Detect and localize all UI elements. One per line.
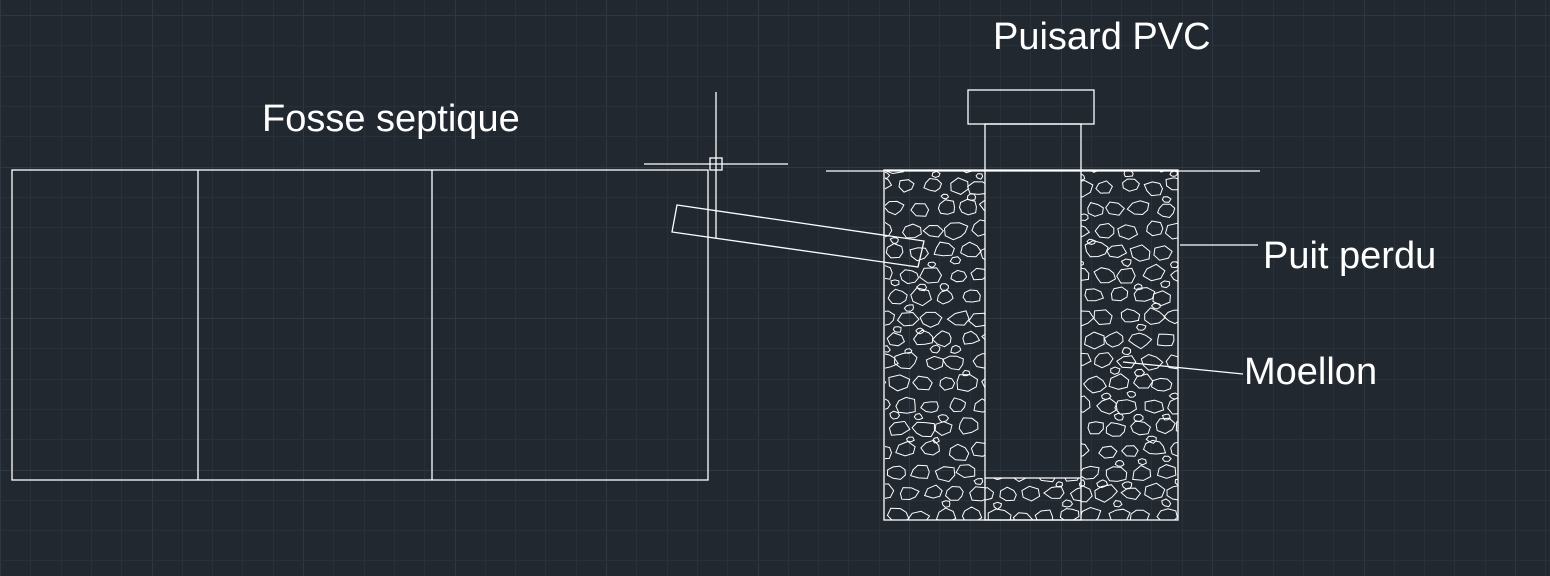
- rubble-leader[interactable]: [1122, 361, 1244, 375]
- septic-tank[interactable]: [11, 169, 709, 481]
- rubble-label: Moellon: [1244, 351, 1377, 393]
- dry-well-label: Puit perdu: [1263, 235, 1436, 277]
- rubble-hatch-bottom: [985, 478, 1081, 520]
- pvc-sump[interactable]: [967, 89, 1095, 521]
- rubble-hatch-right: [1081, 170, 1178, 520]
- septic-tank-label: Fosse septique: [262, 98, 520, 140]
- pvc-sump-label: Puisard PVC: [993, 16, 1211, 58]
- pvc-sump-pipe[interactable]: [984, 123, 1082, 521]
- dry-well[interactable]: [859, 154, 1207, 533]
- rubble-hatch-left: [885, 170, 985, 520]
- pvc-sump-cap[interactable]: [967, 89, 1095, 125]
- outlet-pipe[interactable]: [671, 204, 925, 268]
- septic-tank-outline[interactable]: [11, 169, 709, 481]
- crosshair-cursor-icon: [644, 92, 788, 238]
